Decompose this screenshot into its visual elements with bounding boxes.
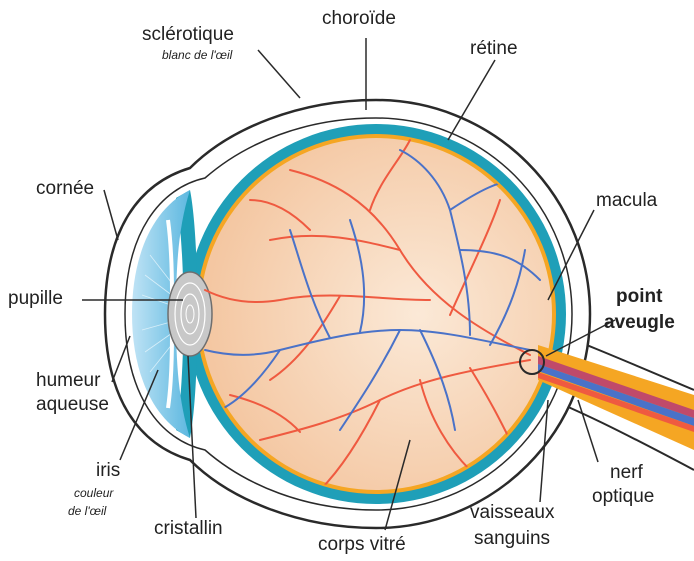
label-humeur-2: aqueuse [36, 394, 109, 416]
vitreous-body [200, 138, 552, 490]
label-iris: iris [96, 460, 120, 482]
label-iris-note-1: couleur [74, 486, 113, 500]
label-cristallin: cristallin [154, 518, 223, 540]
label-choroide: choroïde [322, 8, 396, 30]
label-macula: macula [596, 190, 657, 212]
label-pupille: pupille [8, 288, 63, 310]
label-iris-note-2: de l'œil [68, 504, 106, 518]
label-sclerotique: sclérotique [142, 24, 234, 46]
label-retine: rétine [470, 38, 518, 60]
label-nerf-1: nerf [610, 462, 643, 484]
lens [168, 272, 212, 356]
label-humeur-1: humeur [36, 370, 100, 392]
label-nerf-2: optique [592, 486, 654, 508]
label-vaisseaux-1: vaisseaux [470, 502, 555, 524]
label-point-aveugle-1: point [616, 286, 662, 308]
label-vaisseaux-2: sanguins [474, 528, 550, 550]
label-cornee: cornée [36, 178, 94, 200]
label-sclerotique-note: blanc de l'œil [162, 48, 232, 62]
label-point-aveugle-2: aveugle [604, 312, 675, 334]
label-corps-vitre: corps vitré [318, 534, 406, 556]
